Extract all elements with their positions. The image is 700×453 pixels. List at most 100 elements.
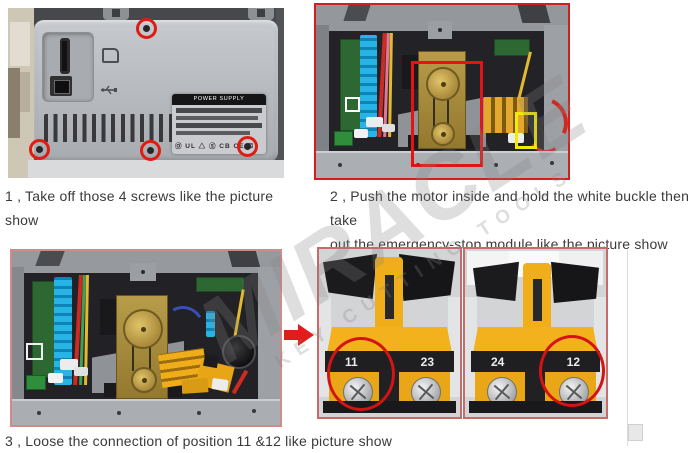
arrow-shaft: [284, 330, 298, 340]
screw-head: [147, 147, 154, 154]
terminal-number-24: 24: [491, 354, 505, 369]
blue-mini-comb: [206, 311, 215, 337]
module-black-part: [203, 353, 219, 369]
belt-line: [132, 329, 134, 371]
rail-screw: [117, 411, 121, 415]
case-bottom-rail: [12, 399, 280, 425]
belt-line: [149, 329, 151, 371]
usb-port-inner: [54, 80, 70, 94]
screw-head: [143, 25, 150, 32]
case-right-wall: [544, 25, 568, 151]
white-connector: [60, 359, 78, 370]
top-tab-notch: [112, 9, 120, 17]
green-terminal-block: [334, 131, 353, 146]
photo-step1-back-panel: POWER SUPPLY Ⓞ UL △ Ⓢ CB CE ☒: [8, 8, 284, 178]
annotation-circle-12: [539, 335, 605, 407]
label-line: [176, 116, 258, 120]
white-connector: [354, 129, 368, 138]
case-corner-notch: [517, 5, 551, 23]
rail-screw: [197, 411, 201, 415]
arrow-head: [298, 324, 314, 346]
case-right-shadow: [276, 8, 284, 160]
step1-caption-line1: 1 , Take off those 4 screws like the pic…: [5, 188, 274, 204]
motor-annotation-red-rect: [411, 61, 483, 167]
pulley-hub: [141, 377, 147, 383]
top-tab-notch: [257, 9, 265, 17]
belt-line: [447, 82, 449, 128]
blue-comb-connector: [360, 35, 377, 137]
black-knob: [222, 335, 256, 369]
red-arrow-icon: [284, 324, 314, 346]
motor-body-dark: [100, 299, 118, 335]
label-header: POWER SUPPLY: [172, 94, 266, 105]
pulley-hub: [440, 131, 446, 137]
step1-caption: 1 , Take off those 4 screws like the pic…: [5, 184, 310, 232]
rail-screw: [252, 409, 256, 413]
latch-slot: [533, 279, 542, 321]
case-corner-notch: [227, 251, 261, 267]
pulley-hub: [440, 81, 446, 87]
clear-plastic-side: [448, 297, 460, 397]
label-line: [176, 131, 250, 135]
black-cap-left: [473, 261, 519, 301]
annotation-circle-11: [327, 337, 395, 411]
screw-circle-top: [136, 18, 157, 39]
photo-step3-interior: [10, 249, 282, 427]
step2-caption: 2 , Push the motor inside and hold the w…: [330, 184, 700, 256]
rail-screw: [494, 163, 498, 167]
small-pcb: [196, 277, 244, 292]
case-left-wall: [12, 267, 24, 399]
pulley-top: [426, 67, 460, 101]
page-edge-line: [627, 250, 628, 446]
pulley-top: [123, 309, 163, 349]
usb-port-white: [26, 343, 43, 360]
photo-step2-interior: [314, 3, 570, 180]
usb-icon: [101, 85, 117, 95]
small-pcb: [494, 39, 530, 56]
screw-circle-bottom-center: [140, 140, 161, 161]
step1-caption-line2: show: [5, 212, 39, 228]
mount-tab-screw: [438, 28, 442, 32]
step3-caption-line1: 3 , Loose the connection of position 11 …: [5, 433, 393, 449]
screw-head: [36, 146, 43, 153]
case-right-wall: [258, 267, 280, 399]
white-connector: [366, 117, 383, 127]
pulley-bottom: [131, 367, 157, 393]
terminal-number-23: 23: [420, 354, 434, 369]
environment-shape: [20, 72, 30, 112]
latch-slot: [385, 275, 394, 319]
screw-head: [244, 143, 251, 150]
black-cap-right: [399, 253, 455, 301]
mount-tab-screw: [141, 270, 145, 274]
vent-slots: [44, 114, 178, 142]
pulley-hub: [140, 326, 146, 332]
page-edge-box: [628, 424, 643, 441]
label-line: [176, 108, 262, 113]
white-connector: [74, 367, 88, 376]
photo-switch-24-12: 24 12: [463, 247, 608, 419]
rail-screw: [338, 163, 342, 167]
green-terminal-block: [26, 375, 46, 390]
buckle-annotation-yellow-rect: [515, 112, 537, 149]
blue-comb-connector: [54, 277, 72, 385]
black-cap-right: [551, 261, 599, 303]
black-cap-left: [323, 253, 377, 299]
white-connector: [48, 373, 63, 383]
step2-caption-line1: 2 , Push the motor inside and hold the w…: [330, 188, 690, 228]
emergency-stop-contacts: [484, 97, 528, 133]
rail-screw: [550, 161, 554, 165]
clear-plastic-side: [465, 297, 477, 397]
step3-caption: 3 , Loose the connection of position 11 …: [5, 429, 545, 453]
environment-shape: [8, 68, 20, 138]
label-cert-marks: Ⓞ UL △ Ⓢ CB CE ☒: [175, 143, 255, 150]
label-line: [176, 123, 262, 128]
white-connector: [382, 124, 395, 132]
case-left-wall: [316, 25, 329, 151]
photo-switch-11-23: 11 23: [317, 247, 462, 419]
case-base: [28, 160, 284, 178]
environment-shape: [10, 22, 30, 66]
screw-circle-bottom-left: [29, 139, 50, 160]
control-pcb: [32, 281, 56, 378]
sd-icon: [102, 48, 119, 63]
